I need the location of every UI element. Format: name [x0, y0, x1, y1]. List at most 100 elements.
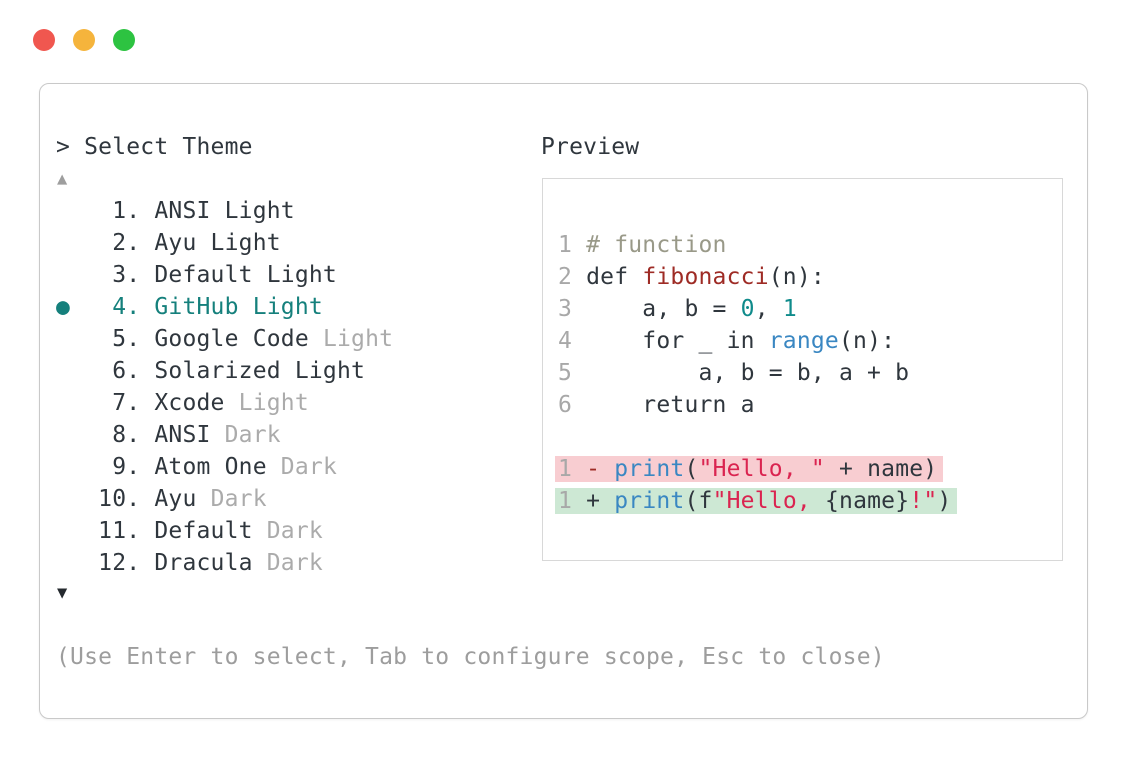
theme-option[interactable]: 7. Xcode Light — [56, 387, 393, 419]
theme-name: ANSI — [154, 422, 211, 448]
code-token-num: 0 — [740, 296, 755, 322]
theme-option[interactable]: 5. Google Code Light — [56, 323, 393, 355]
theme-number: 9. — [98, 454, 155, 480]
code-token-cde: {name} — [824, 488, 910, 514]
theme-number: 12. — [98, 550, 155, 576]
code-token-cde: + — [586, 488, 615, 514]
code-line: 1 + print(f"Hello, {name}!") — [555, 485, 958, 517]
code-line — [558, 421, 957, 453]
theme-variant: Light — [224, 390, 309, 416]
code-line: 3 a, b = 0, 1 — [558, 293, 957, 325]
theme-option[interactable]: 3. Default Light — [56, 259, 393, 291]
code-token-cde: (f — [684, 488, 713, 514]
code-token-ln: 5 — [558, 360, 587, 386]
theme-picker-window: > Select Theme ▲ 1. ANSI Light 2. Ayu Li… — [39, 83, 1088, 719]
theme-option[interactable]: 9. Atom One Dark — [56, 451, 393, 483]
scroll-down-icon[interactable]: ▼ — [57, 583, 68, 603]
select-theme-prompt: > Select Theme — [56, 134, 253, 160]
code-token-cde: , — [754, 296, 783, 322]
theme-number: 5. — [98, 326, 155, 352]
code-line: 2 def fibonacci(n): — [558, 261, 957, 293]
code-line: 5 a, b = b, a + b — [558, 357, 957, 389]
theme-name: Ayu — [154, 486, 197, 512]
theme-variant: Dark — [252, 518, 323, 544]
code-line: 1 - print("Hello, " + name) — [555, 453, 957, 485]
code-token-fn: fibonacci — [642, 264, 769, 290]
theme-name: Atom One — [154, 454, 267, 480]
code-token-ln: 1 — [558, 456, 587, 482]
code-token-cde: (n): — [838, 328, 896, 354]
theme-name: Google Code — [154, 326, 309, 352]
theme-number: 8. — [98, 422, 155, 448]
theme-name: Xcode — [154, 390, 225, 416]
code-token-str: "Hello, — [712, 488, 825, 514]
code-token-ln: 1 — [558, 232, 587, 258]
theme-option[interactable]: ● 4. GitHub Light — [56, 291, 393, 323]
theme-option[interactable]: 2. Ayu Light — [56, 227, 393, 259]
bullet-slot — [56, 550, 98, 576]
code-token-com: # function — [586, 232, 727, 258]
code-token-ln: 6 — [558, 392, 587, 418]
bullet-slot — [56, 326, 98, 352]
theme-number: 6. — [98, 358, 155, 384]
code-token-ln: 1 — [558, 488, 587, 514]
keyboard-hint: (Use Enter to select, Tab to configure s… — [56, 644, 885, 670]
code-token-ln: 3 — [558, 296, 587, 322]
theme-name: GitHub Light — [154, 294, 323, 320]
theme-option[interactable]: 11. Default Dark — [56, 515, 393, 547]
bullet-slot — [56, 230, 98, 256]
code-token-cde: def — [586, 264, 643, 290]
bullet-slot — [56, 422, 98, 448]
theme-number: 1. — [98, 198, 155, 224]
diff-added-line: 1 + print(f"Hello, {name}!") — [555, 488, 958, 514]
theme-option[interactable]: 6. Solarized Light — [56, 355, 393, 387]
code-token-cde: a, b = b, a + b — [586, 360, 910, 386]
theme-variant: Dark — [210, 422, 281, 448]
code-token-del: - — [586, 456, 615, 482]
diff-removed-line: 1 - print("Hello, " + name) — [555, 456, 944, 482]
code-token-cde: a, b = — [586, 296, 741, 322]
theme-option[interactable]: 8. ANSI Dark — [56, 419, 393, 451]
theme-option[interactable]: 1. ANSI Light — [56, 195, 393, 227]
code-line: 6 return a — [558, 389, 957, 421]
code-line: 1 # function — [558, 229, 957, 261]
theme-name: Ayu Light — [154, 230, 281, 256]
theme-number: 11. — [98, 518, 155, 544]
theme-name: ANSI Light — [154, 198, 295, 224]
theme-number: 10. — [98, 486, 155, 512]
theme-variant: Dark — [196, 486, 267, 512]
bullet-slot — [56, 454, 98, 480]
code-token-blt: range — [768, 328, 839, 354]
code-token-cde: ( — [684, 456, 699, 482]
minimize-button[interactable] — [73, 29, 95, 51]
code-token-cde: return a — [586, 392, 755, 418]
zoom-button[interactable] — [113, 29, 135, 51]
code-token-cde: for _ in — [586, 328, 769, 354]
code-token-blt: print — [614, 488, 685, 514]
bullet-slot — [56, 518, 98, 544]
preview-title: Preview — [541, 134, 640, 160]
bullet-slot — [56, 390, 98, 416]
theme-name: Solarized Light — [154, 358, 366, 384]
theme-variant: Light — [308, 326, 394, 352]
window-controls — [33, 29, 135, 51]
theme-name: Dracula — [154, 550, 253, 576]
code-token-ln: 4 — [558, 328, 587, 354]
code-token-ln: 2 — [558, 264, 587, 290]
theme-name: Default — [154, 518, 253, 544]
scroll-up-icon[interactable]: ▲ — [57, 169, 68, 189]
close-button[interactable] — [33, 29, 55, 51]
theme-option[interactable]: 10. Ayu Dark — [56, 483, 393, 515]
bullet-slot — [56, 486, 98, 512]
bullet-slot — [56, 358, 98, 384]
theme-number: 7. — [98, 390, 155, 416]
selected-bullet-icon: ● — [56, 294, 99, 320]
theme-list: 1. ANSI Light 2. Ayu Light 3. Default Li… — [56, 195, 393, 579]
theme-number: 4. — [98, 294, 155, 320]
code-token-cde: ) — [937, 488, 952, 514]
theme-variant: Dark — [266, 454, 337, 480]
theme-option[interactable]: 12. Dracula Dark — [56, 547, 393, 579]
code-token-str: !" — [909, 488, 938, 514]
